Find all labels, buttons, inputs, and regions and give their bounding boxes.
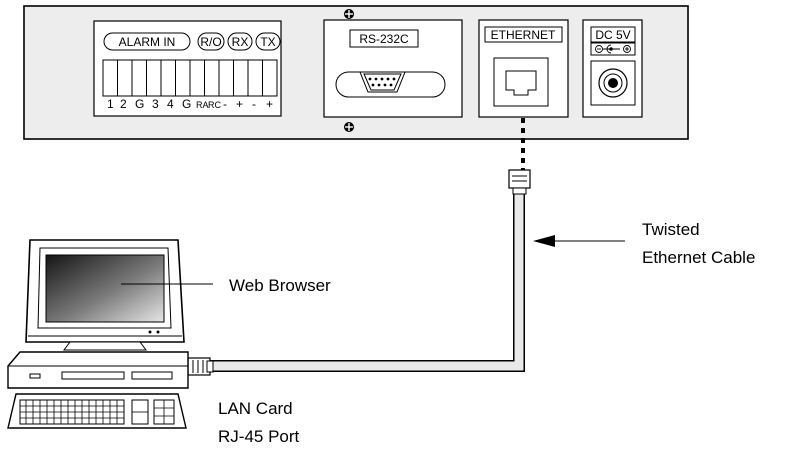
- lan-card-label-line2: RJ-45 Port: [218, 427, 300, 446]
- terminal-2-label: 2: [120, 97, 127, 111]
- terminal-cell: [102, 59, 118, 97]
- terminal-cell: [160, 59, 176, 97]
- terminal-cell: [189, 59, 205, 97]
- screw-bottom-icon: [344, 122, 354, 132]
- rs232c-port: RS-232C: [323, 19, 463, 118]
- ethernet-port: ETHERNET: [478, 19, 569, 118]
- ethernet-cable: [187, 118, 531, 376]
- rs232c-label: RS-232C: [359, 32, 409, 46]
- computer-icon: [7, 239, 189, 429]
- terminal-4-label: 4: [167, 97, 174, 111]
- ro-label: R/O: [200, 35, 221, 49]
- terminal-cell: [204, 59, 220, 97]
- cable-label-line1: Twisted: [642, 220, 700, 239]
- rx-label: RX: [232, 35, 249, 49]
- rj45-plug-top-icon: [508, 169, 531, 195]
- dc-label: DC 5V: [595, 28, 630, 42]
- terminal-rc-label: RC: [208, 100, 221, 110]
- terminal-minus2-label: -: [252, 97, 256, 111]
- terminal-1-label: 1: [107, 97, 114, 111]
- terminal-cell: [131, 59, 147, 97]
- terminal-plus2-label: +: [266, 97, 273, 111]
- terminal-cell: [175, 59, 191, 97]
- terminal-cells: [102, 59, 278, 97]
- terminal-plus1-label: +: [236, 97, 243, 111]
- terminal-g2-label: G: [182, 97, 191, 111]
- lan-card-label-line1: LAN Card: [218, 399, 293, 418]
- terminal-cell: [247, 59, 263, 97]
- terminal-cell: [262, 59, 278, 97]
- device-rear-panel: ALARM IN R/O RX TX 1 2 G 3 4 G RA RC - +…: [23, 5, 689, 140]
- terminal-cell: [117, 59, 133, 97]
- dc-power-jack: DC 5V: [582, 19, 643, 118]
- cable-label-line2: Ethernet Cable: [642, 248, 755, 267]
- rj45-plug-pc-icon: [187, 357, 214, 376]
- polarity-icon: [595, 44, 631, 54]
- terminal-cell: [146, 59, 162, 97]
- alarm-in-label: ALARM IN: [119, 35, 176, 49]
- terminal-ra-label: RA: [196, 100, 209, 110]
- terminal-cell: [233, 59, 249, 97]
- web-browser-label: Web Browser: [229, 276, 331, 295]
- terminal-g1-label: G: [135, 97, 144, 111]
- terminal-3-label: 3: [152, 97, 159, 111]
- screw-top-icon: [344, 9, 354, 19]
- terminal-cell: [218, 59, 234, 97]
- alarm-terminal-block: ALARM IN R/O RX TX 1 2 G 3 4 G RA RC - +…: [93, 20, 282, 117]
- cable-pointer-arrow-icon: [533, 235, 625, 247]
- ethernet-label: ETHERNET: [491, 28, 556, 42]
- tx-label: TX: [260, 35, 275, 49]
- terminal-minus1-label: -: [223, 97, 227, 111]
- db9-pins: [368, 77, 396, 87]
